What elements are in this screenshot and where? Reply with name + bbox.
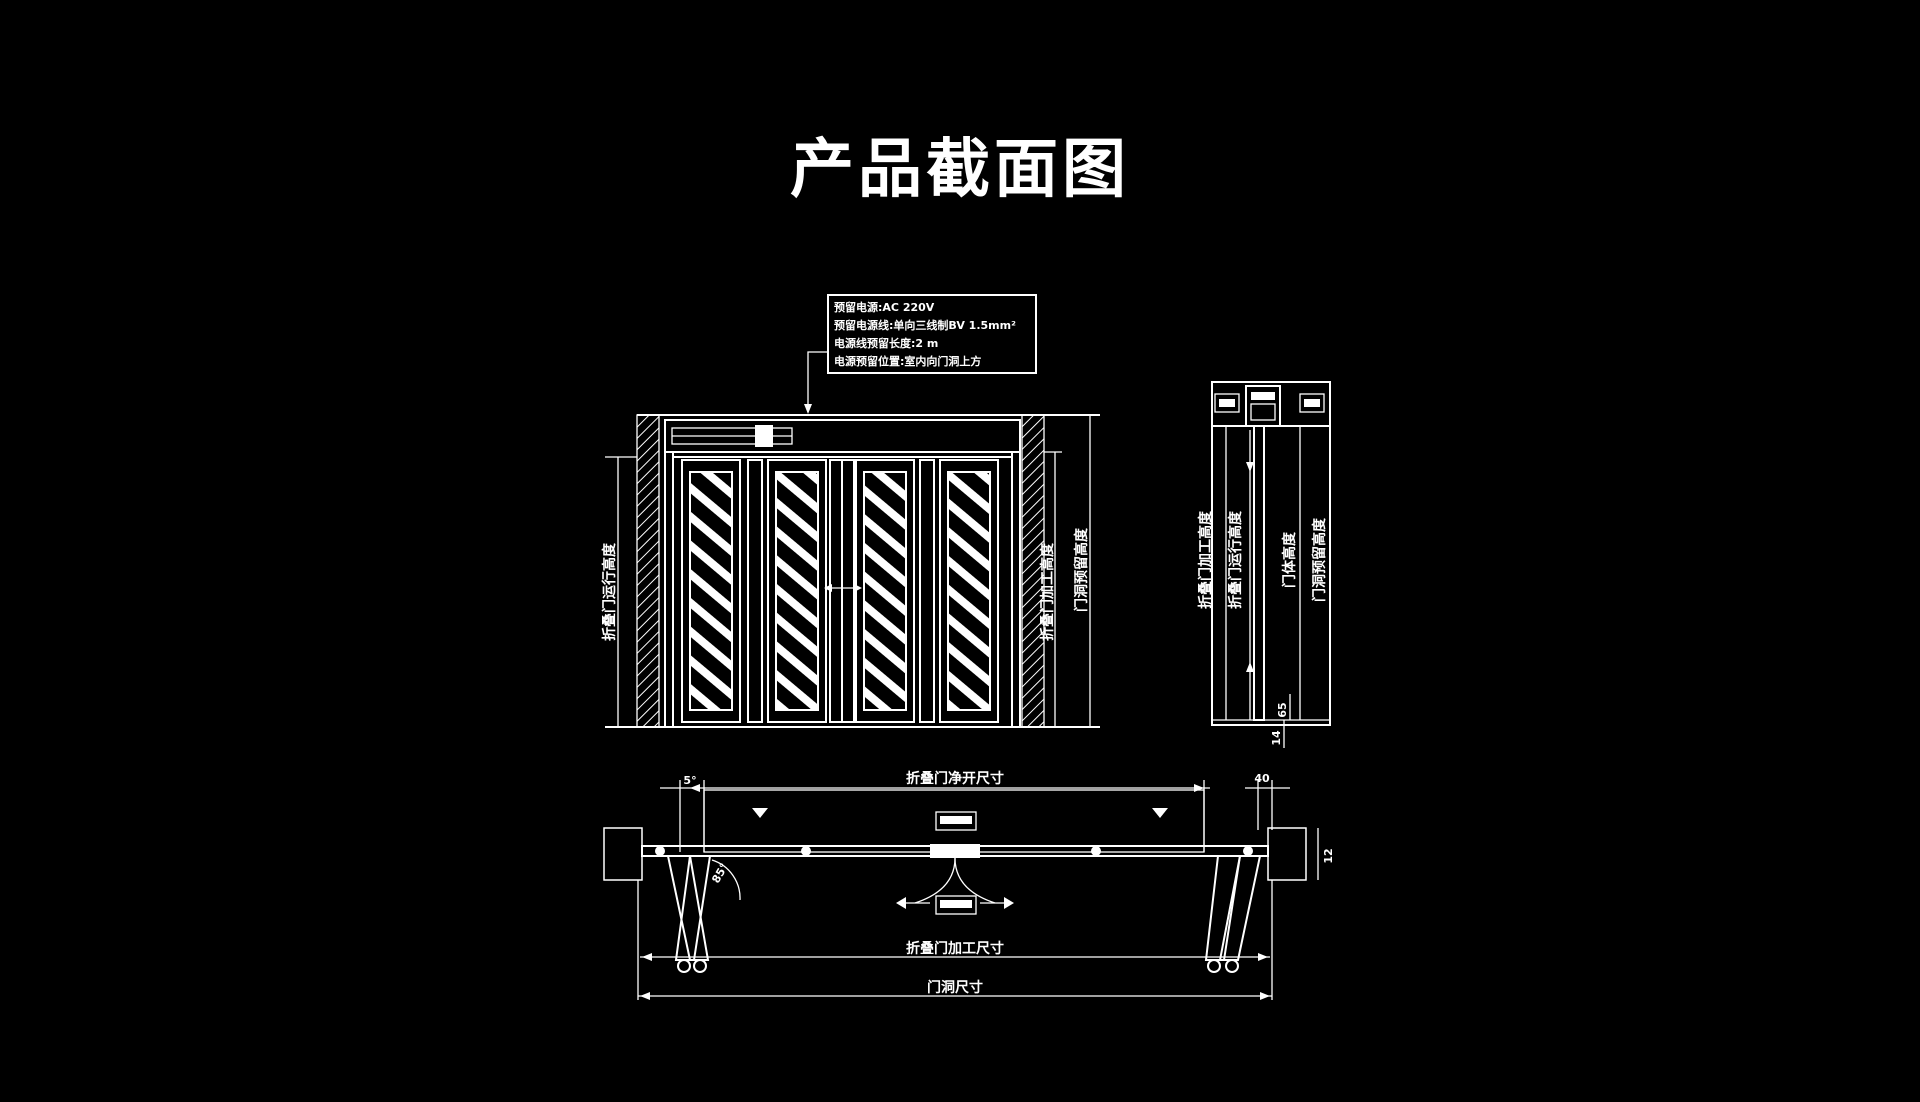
- spec-line-2: 预留电源线:单向三线制BV 1.5mm²: [834, 318, 1016, 332]
- door-leaf-1: [681, 459, 741, 723]
- plan-angle-top: 5°: [683, 774, 696, 787]
- plan-dim-40: 40: [1254, 772, 1270, 785]
- right-wall: [1022, 415, 1044, 727]
- side-dim-14: 14: [1270, 730, 1283, 746]
- front-left-height-label: 折叠门运行高度: [601, 542, 618, 641]
- door-leaf-4: [939, 459, 999, 723]
- spec-line-3: 电源线预留长度:2 m: [834, 336, 938, 350]
- side-opening-height-label: 门洞预留高度: [1311, 517, 1328, 602]
- left-wall: [637, 415, 659, 727]
- front-view: 折叠门运行高度 折叠门加工高度 门洞预留高度: [601, 414, 1100, 728]
- side-door-body: [1253, 425, 1265, 721]
- side-run-height-label: 折叠门运行高度: [1227, 510, 1244, 609]
- spec-line-4: 电源预留位置:室内向门洞上方: [834, 354, 981, 368]
- plan-clear-open-label: 折叠门净开尺寸: [906, 770, 1004, 787]
- door-leaf-2: [767, 459, 827, 723]
- plan-process-size-label: 折叠门加工尺寸: [906, 940, 1004, 957]
- plan-left-wall: [603, 827, 643, 881]
- plan-right-wall: [1267, 827, 1307, 881]
- side-process-height-label: 折叠门加工高度: [1197, 510, 1214, 609]
- page-title: 产品截面图: [790, 133, 1130, 207]
- spec-line-1: 预留电源:AC 220V: [834, 300, 935, 314]
- plan-left-folded-leaf: [666, 855, 710, 961]
- front-right-process-height-label: 折叠门加工高度: [1039, 542, 1056, 641]
- plan-dim-12: 12: [1322, 848, 1335, 863]
- side-view: 折叠门加工高度 折叠门运行高度 门体高度 门洞预留高度 65 14: [1197, 381, 1331, 748]
- spec-box: 预留电源:AC 220V 预留电源线:单向三线制BV 1.5mm² 电源线预留长…: [804, 294, 1037, 414]
- plan-opening-size-label: 门洞尺寸: [927, 979, 983, 996]
- plan-view: 5° 折叠门净开尺寸 40 12: [603, 770, 1335, 1000]
- door-leaf-3: [855, 459, 915, 723]
- front-right-opening-height-label: 门洞预留高度: [1073, 527, 1090, 612]
- door-header: [664, 419, 1021, 453]
- plan-angle-arc: 85°: [709, 861, 731, 886]
- side-door-height-label: 门体高度: [1281, 531, 1298, 588]
- side-dim-65: 65: [1276, 702, 1289, 717]
